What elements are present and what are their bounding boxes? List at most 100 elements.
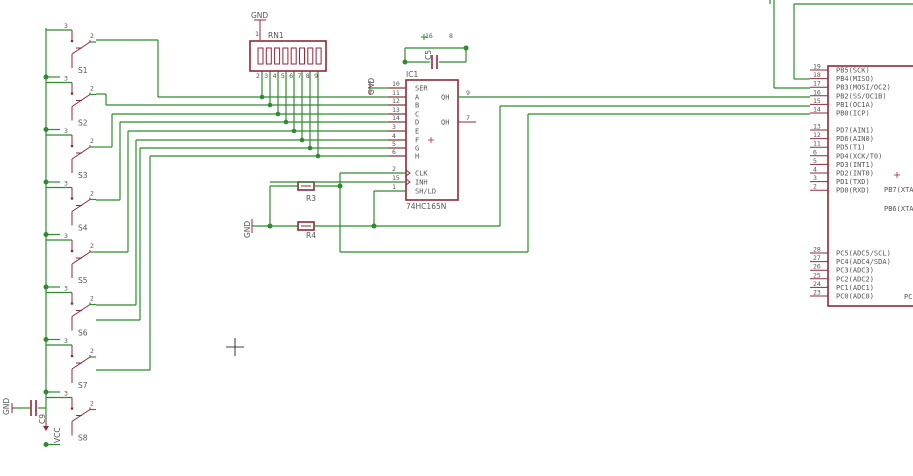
switch-pin-right: 2 xyxy=(90,400,94,408)
mcu-pin-label: PB0(ICP) xyxy=(836,110,870,118)
capacitor-c9: GND C9 VCC xyxy=(2,398,62,443)
capacitor-c5: 16 8 C5 xyxy=(402,32,469,69)
mcu-pin-label: PB5(SCK) xyxy=(836,67,870,75)
mcu-pin-num: 16 xyxy=(813,88,821,96)
mcu-pin-num: 15 xyxy=(813,97,821,105)
mcu-pin-num: 25 xyxy=(813,271,821,279)
mcu-pin-label: PD7(AIN1) xyxy=(836,127,874,135)
mcu-pin-num: 11 xyxy=(813,140,821,148)
ic1-pin-label: E xyxy=(415,128,419,136)
switch-pin-right: 2 xyxy=(90,32,94,40)
vcc-label: VCC xyxy=(53,427,62,443)
ic1-pin-label: G xyxy=(415,145,419,153)
rn1-label: RN1 xyxy=(268,31,284,40)
rn1-pin-num: 4 xyxy=(273,72,277,80)
pb6-label: PB6(XTA xyxy=(884,205,913,213)
mcu-pin-num: 13 xyxy=(813,123,821,131)
mcu-pin-num: 17 xyxy=(813,80,821,88)
ic1-pin-label: C xyxy=(415,111,419,119)
ic1-pin-num: 13 xyxy=(392,106,400,114)
switch-pin-right: 2 xyxy=(90,347,94,355)
switch-s7: 3 2S7 xyxy=(43,337,96,395)
rn1-pin1: 1 xyxy=(255,30,259,38)
switch-pin-top: 3 xyxy=(64,75,68,83)
switch-s2: 3 2S2 xyxy=(43,75,96,132)
ic1-pin-num: 11 xyxy=(392,89,400,97)
switch-pin-right: 2 xyxy=(90,137,94,145)
switch-label: S7 xyxy=(78,381,88,390)
switch-s5: 3 2S5 xyxy=(43,232,96,290)
ic1-pin-num: 15 xyxy=(392,174,400,182)
ic1-pin-label: QH xyxy=(441,94,449,102)
mcu-pin-num: 12 xyxy=(813,131,821,139)
switch-s3: 3 2S3 xyxy=(43,127,96,185)
switch-label: S4 xyxy=(78,224,88,233)
mcu-pin-label: PB4(MISO) xyxy=(836,75,874,83)
switch-pin-top: 3 xyxy=(64,232,68,240)
mcu-pin-label: PB1(OC1A) xyxy=(836,101,874,109)
switch-label: S2 xyxy=(78,119,88,128)
ic1-part: 74HC165N xyxy=(406,202,446,211)
mcu-pin-num: 3 xyxy=(813,174,817,182)
mcu-pin-num: 23 xyxy=(813,289,821,297)
crosshair-cursor-icon xyxy=(226,338,244,356)
rn1-pin-num: 3 xyxy=(264,72,268,80)
ic1-pin-label: H xyxy=(415,153,419,161)
switch-pin-right: 2 xyxy=(90,85,94,93)
ic1-pin-num: 9 xyxy=(466,89,470,97)
ic1-label: IC1 xyxy=(406,70,418,79)
c5-pin-8: 8 xyxy=(449,32,453,40)
mcu-pin-num: 18 xyxy=(813,71,821,79)
mcu-pin-label: PD5(T1) xyxy=(836,144,866,152)
rn1-pin-num: 9 xyxy=(314,72,318,80)
mcu-pin-label: PC1(ADC1) xyxy=(836,284,874,292)
pb7-label: PB7(XTA xyxy=(884,186,913,194)
rn1-pin-num: 6 xyxy=(289,72,293,80)
ic1-pin-label: SER xyxy=(415,85,428,93)
pc-label: PC xyxy=(904,293,912,301)
mcu-pin-label: PD2(INT0) xyxy=(836,170,874,178)
gnd-label-rn1: GND xyxy=(251,11,268,20)
mcu-pin-num: 5 xyxy=(813,157,817,165)
ic1-pin-label: D xyxy=(415,119,419,127)
ic1-pin-num: 4 xyxy=(392,132,396,140)
rn1-pin-num: 2 xyxy=(256,72,260,80)
mcu-pin-label: PD6(AIN0) xyxy=(836,135,874,143)
mcu-pin-label: PC2(ADC2) xyxy=(836,275,874,283)
gnd-label-resistors: GND xyxy=(243,221,252,238)
ic1-pin-num: 12 xyxy=(392,97,400,105)
r4-label: R4 xyxy=(306,231,316,240)
ic1-pin-label: B xyxy=(415,102,419,110)
c9-label: C9 xyxy=(38,414,47,424)
ic1-pin-num: 10 xyxy=(392,80,400,88)
switch-pin-top: 3 xyxy=(64,337,68,345)
ic1-pin-label: INH xyxy=(415,179,428,187)
rn1-pin-num: 8 xyxy=(306,72,310,80)
switch-label: S5 xyxy=(78,276,88,285)
switch-label: S3 xyxy=(78,171,88,180)
mcu-pin-label: PC0(ADC0) xyxy=(836,293,874,301)
switch-pin-top: 3 xyxy=(64,390,68,398)
mcu-pin-num: 26 xyxy=(813,263,821,271)
mcu-pin-num: 27 xyxy=(813,254,821,262)
mcu-pin-num: 6 xyxy=(813,148,817,156)
switch-pin-right: 2 xyxy=(90,242,94,250)
mcu-pin-label: PD0(RXD) xyxy=(836,187,870,195)
switch-pin-right: 2 xyxy=(90,295,94,303)
ic1-pin-num: 5 xyxy=(392,140,396,148)
control-wires xyxy=(270,0,913,253)
ic1-gnd: GND xyxy=(367,78,376,95)
ic1-pin-num: 3 xyxy=(392,123,396,131)
c5-label: C5 xyxy=(424,50,433,60)
switch-pin-top: 3 xyxy=(64,127,68,135)
mcu-pin-label: PC3(ADC3) xyxy=(836,267,874,275)
mcu-pin-label: PD3(INT1) xyxy=(836,161,874,169)
ic1-pin-label: A xyxy=(415,94,420,102)
